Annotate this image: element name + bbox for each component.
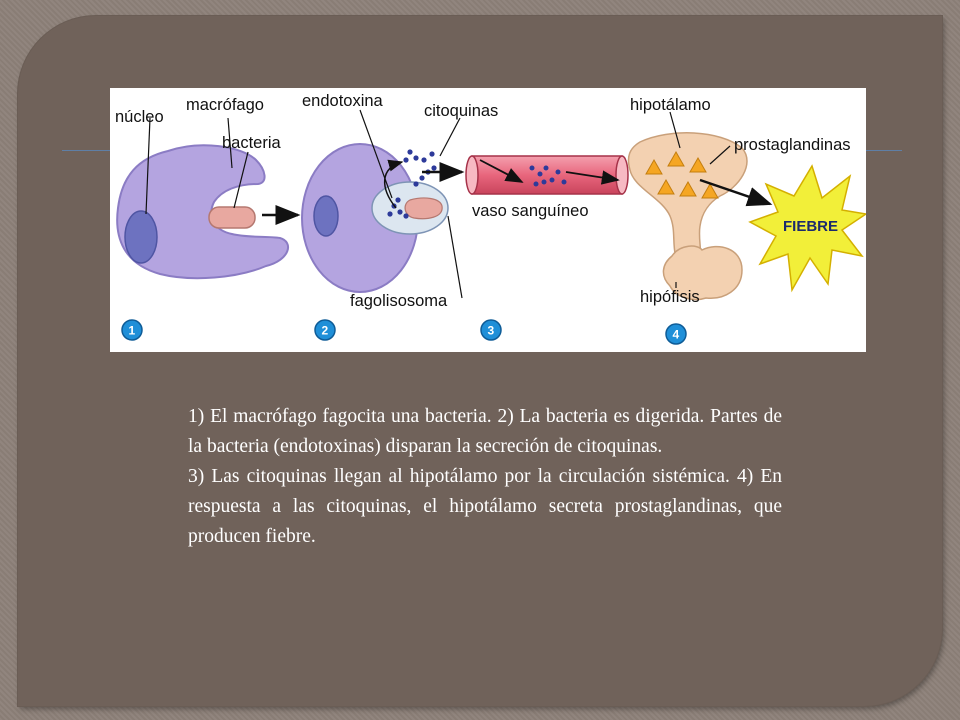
- step-badge-2: 2: [314, 319, 336, 341]
- blood-vessel: [471, 155, 623, 195]
- label-bacteria: bacteria: [222, 134, 282, 152]
- svg-text:1: 1: [129, 324, 136, 338]
- step-badge-1: 1: [121, 319, 143, 341]
- label-prostaglandinas: prostaglandinas: [734, 136, 851, 154]
- nucleus-2: [313, 195, 339, 237]
- step-badge-4: 4: [665, 323, 687, 345]
- svg-text:2: 2: [322, 324, 329, 338]
- fever-star: [748, 164, 866, 293]
- caption-paragraph-2: 3) Las citoquinas llegan al hipotálamo p…: [188, 466, 782, 547]
- caption-text: 1) El macrófago fagocita una bacteria. 2…: [188, 402, 782, 552]
- pituitary: [662, 245, 743, 301]
- prostaglandin-triangles: [645, 150, 719, 199]
- circulating-cytokines: [529, 165, 567, 187]
- label-citoquinas: citoquinas: [424, 102, 498, 120]
- label-hipofisis: hipófisis: [640, 288, 700, 306]
- title-rule-left: [62, 150, 112, 151]
- fever-pathway-figure: núcleo macrófago bacteria endotoxina cit…: [110, 88, 866, 352]
- digested-bacterium: [404, 197, 443, 220]
- endotoxin-particles: [387, 149, 437, 219]
- caption-paragraph-1: 1) El macrófago fagocita una bacteria. 2…: [188, 406, 782, 457]
- svg-text:4: 4: [673, 328, 680, 342]
- label-macrofago: macrófago: [186, 96, 264, 114]
- macrophage-cell-1: [116, 144, 290, 280]
- bacterium-1: [208, 206, 256, 229]
- label-vaso-sanguineo: vaso sanguíneo: [472, 202, 589, 220]
- label-nucleo: núcleo: [115, 108, 164, 126]
- label-fagolisosoma: fagolisosoma: [350, 292, 448, 310]
- step-badge-3: 3: [480, 319, 502, 341]
- label-endotoxina: endotoxina: [302, 92, 384, 110]
- title-rule-right: [864, 150, 902, 151]
- label-hipotalamo: hipotálamo: [630, 96, 711, 114]
- label-fiebre: FIEBRE: [783, 218, 838, 235]
- nucleus-1: [124, 210, 158, 264]
- svg-text:3: 3: [488, 324, 495, 338]
